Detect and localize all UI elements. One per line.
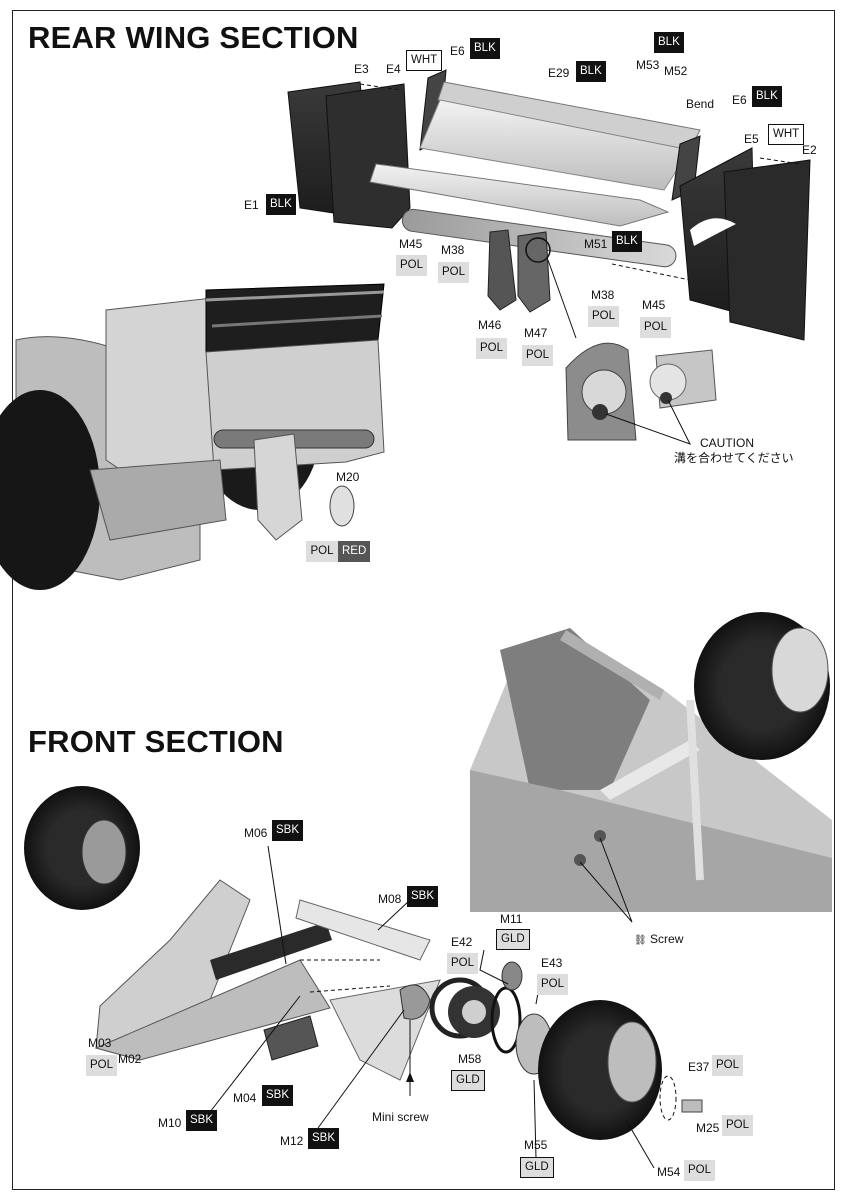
part-label-m53: M53 bbox=[636, 58, 660, 72]
badge-m58-gld: GLD bbox=[451, 1070, 485, 1091]
badge-e1-blk: BLK bbox=[266, 194, 296, 215]
badge-m55-gld: GLD bbox=[520, 1157, 554, 1178]
badge-m20-red: RED bbox=[338, 541, 371, 562]
caution-instruction: 溝を合わせてください bbox=[674, 451, 794, 465]
part-label-e37: E37 bbox=[688, 1060, 710, 1074]
badge-m46-pol: POL bbox=[476, 338, 508, 359]
screw-icon: ⛓ bbox=[634, 935, 647, 946]
part-label-m11: M11 bbox=[500, 912, 523, 926]
part-label-e6-left: E6 bbox=[450, 44, 465, 58]
badge-e5-wht: WHT bbox=[768, 124, 805, 145]
part-label-m10: M10 bbox=[158, 1116, 182, 1130]
front-suspension-exploded-diagram bbox=[24, 786, 703, 1169]
part-label-e43: E43 bbox=[541, 956, 563, 970]
part-label-m04: M04 bbox=[233, 1091, 257, 1105]
badge-m10-sbk: SBK bbox=[186, 1110, 218, 1131]
badge-e37-pol: POL bbox=[712, 1055, 744, 1076]
rear-wing-section-title: REAR WING SECTION bbox=[28, 20, 359, 55]
part-label-e1: E1 bbox=[244, 198, 259, 212]
part-label-m45-left: M45 bbox=[399, 237, 423, 251]
badge-m04-sbk: SBK bbox=[262, 1085, 294, 1106]
badge-e29-blk: BLK bbox=[576, 61, 606, 82]
badge-e4-wht: WHT bbox=[406, 50, 443, 71]
part-label-m20: M20 bbox=[336, 470, 360, 484]
part-label-e4: E4 bbox=[386, 62, 401, 76]
part-label-m58: M58 bbox=[458, 1052, 482, 1066]
rear-car-view bbox=[0, 283, 385, 590]
badge-m20-pol: POL bbox=[306, 541, 338, 562]
part-label-m06: M06 bbox=[244, 826, 268, 840]
part-label-e5: E5 bbox=[744, 132, 759, 146]
badge-m47-pol: POL bbox=[522, 345, 554, 366]
part-label-m25: M25 bbox=[696, 1121, 720, 1135]
badge-m08-sbk: SBK bbox=[407, 886, 439, 907]
rear-wing-exploded-diagram bbox=[287, 69, 811, 445]
badge-e43-pol: POL bbox=[537, 974, 569, 995]
part-label-m02: M02 bbox=[118, 1052, 142, 1066]
badge-e6-right-blk: BLK bbox=[752, 86, 782, 107]
part-label-m47: M47 bbox=[524, 326, 548, 340]
part-label-m08: M08 bbox=[378, 892, 402, 906]
part-label-e6-right: E6 bbox=[732, 93, 747, 107]
badge-e42-pol: POL bbox=[447, 953, 479, 974]
part-label-m54: M54 bbox=[657, 1165, 681, 1179]
screw-note-text: Screw bbox=[650, 932, 684, 946]
part-label-bend: Bend bbox=[686, 97, 715, 111]
part-label-m46: M46 bbox=[478, 318, 502, 332]
part-label-m38-left: M38 bbox=[441, 243, 465, 257]
part-label-m38-right: M38 bbox=[591, 288, 615, 302]
badge-m06-sbk: SBK bbox=[272, 820, 304, 841]
part-label-m51: M51 bbox=[584, 237, 608, 251]
badge-m38-left-pol: POL bbox=[438, 262, 470, 283]
part-label-e2: E2 bbox=[802, 143, 817, 157]
part-label-e42: E42 bbox=[451, 935, 473, 949]
front-section-title: FRONT SECTION bbox=[28, 724, 284, 759]
mini-screw-note: Mini screw bbox=[372, 1110, 429, 1124]
part-label-m55: M55 bbox=[524, 1138, 548, 1152]
part-label-m45-right: M45 bbox=[642, 298, 666, 312]
badge-m38-right-pol: POL bbox=[588, 306, 620, 327]
badge-m03-pol: POL bbox=[86, 1055, 118, 1076]
screw-note: ⛓ Screw bbox=[634, 932, 683, 948]
badge-m51-blk: BLK bbox=[612, 231, 642, 252]
part-label-m12: M12 bbox=[280, 1134, 304, 1148]
part-label-m03: M03 bbox=[88, 1036, 112, 1050]
badge-m12-sbk: SBK bbox=[308, 1128, 340, 1149]
caution-title: CAUTION bbox=[700, 436, 754, 450]
badge-top-blk: BLK bbox=[654, 32, 684, 53]
badge-m45-right-pol: POL bbox=[640, 317, 672, 338]
badge-m45-left-pol: POL bbox=[396, 255, 428, 276]
part-label-e29: E29 bbox=[548, 66, 570, 80]
badge-m25-pol: POL bbox=[722, 1115, 754, 1136]
part-label-m52: M52 bbox=[664, 64, 688, 78]
front-perspective-render bbox=[470, 612, 832, 923]
page-frame bbox=[12, 10, 835, 1190]
part-label-e3: E3 bbox=[354, 62, 369, 76]
badge-e6-left-blk: BLK bbox=[470, 38, 500, 59]
badge-m54-pol: POL bbox=[684, 1160, 716, 1181]
badge-m11-gld: GLD bbox=[496, 929, 530, 950]
